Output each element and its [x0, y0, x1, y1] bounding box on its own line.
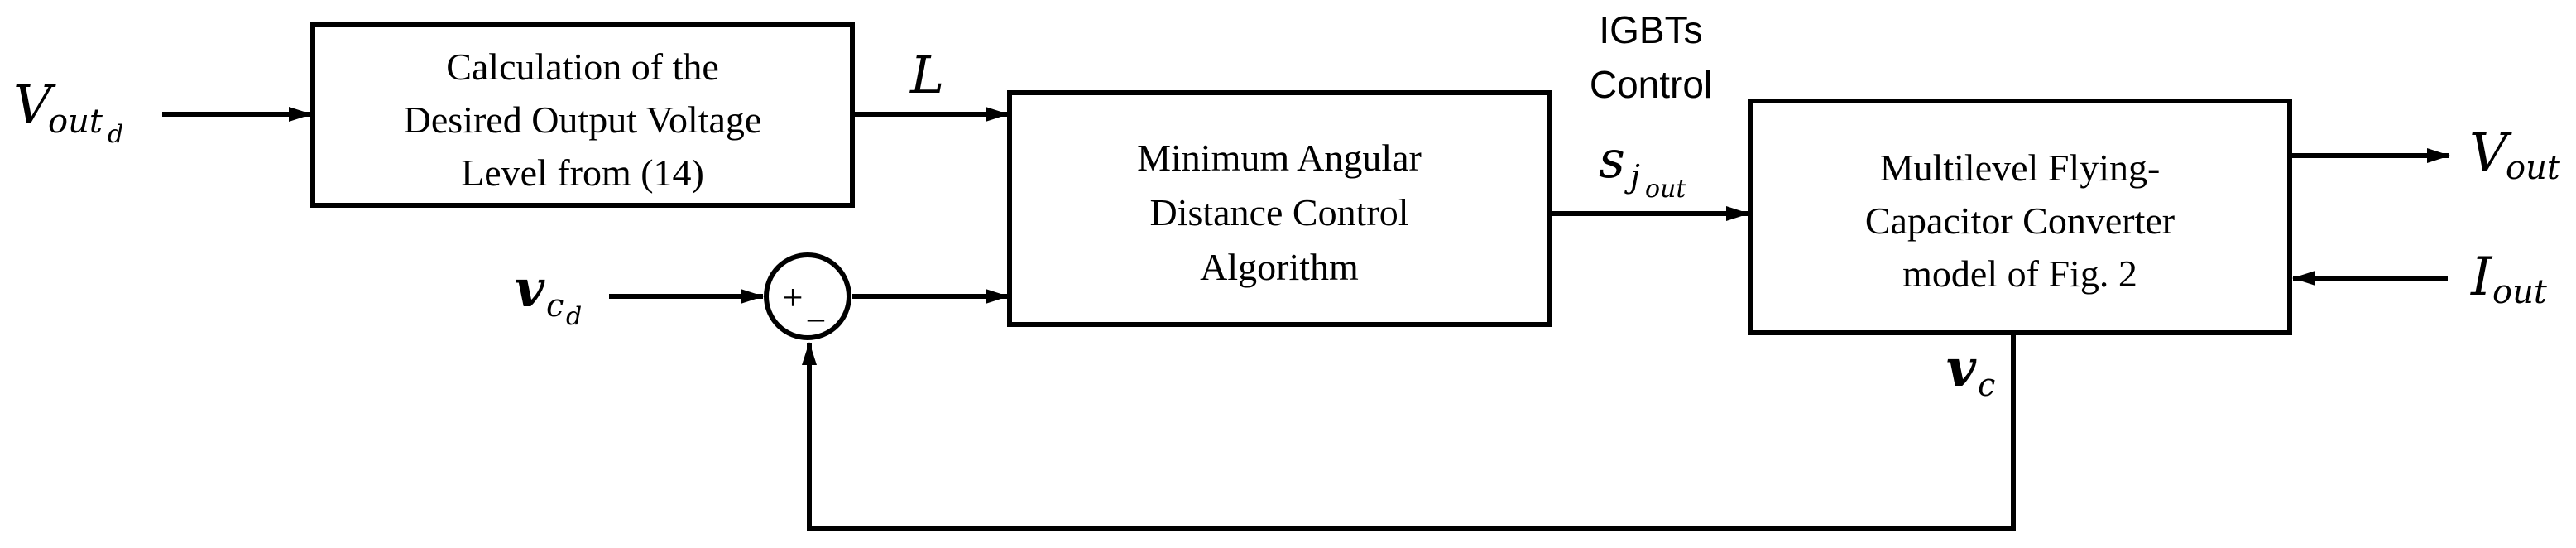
vout-label: V out: [2469, 123, 2561, 187]
switching-signal-subsubscript: out: [1645, 175, 1686, 204]
madc-block-text-line3: Algorithm: [1200, 246, 1359, 288]
summing-junction: [764, 252, 851, 340]
summing-junction-minus-sign: −: [806, 300, 827, 341]
calculation-block-text-line3: Level from (14): [461, 151, 704, 194]
vc-label: v c: [1946, 338, 1995, 403]
l-label: L: [909, 45, 944, 105]
switching-signal-label: s j out: [1599, 129, 1686, 204]
switching-signal-main: s: [1599, 129, 1625, 190]
feedback-path: [802, 334, 2016, 531]
converter-block: [1748, 99, 2292, 335]
igbts-control-label-line2: Control: [1590, 63, 1712, 106]
vout-subscript: out: [2506, 149, 2561, 187]
vout-d-main: V: [13, 75, 56, 136]
vcd-main: v: [515, 258, 545, 319]
converter-block-text-line3: model of Fig. 2: [1902, 252, 2137, 295]
vc-subscript: c: [1978, 367, 1995, 403]
calculation-block-text-line2: Desired Output Voltage: [404, 99, 762, 141]
vout-d-label: V out d: [13, 75, 123, 149]
vout-main: V: [2469, 123, 2512, 184]
iout-main: I: [2470, 247, 2493, 308]
switching-signal-subscript: j: [1624, 158, 1640, 195]
madc-block-text-line1: Minimum Angular: [1137, 137, 1422, 179]
madc-block: [1007, 90, 1552, 327]
vcd-subsubscript: d: [566, 302, 582, 331]
calculation-block: [310, 22, 855, 208]
converter-block-text-line2: Capacitor Converter: [1865, 199, 2175, 242]
madc-block-text-line2: Distance Control: [1150, 191, 1409, 233]
vout-d-subscript: out: [48, 103, 103, 141]
vc-main: v: [1946, 338, 1977, 398]
calculation-block-text-line1: Calculation of the: [446, 46, 719, 88]
iout-subscript: out: [2492, 273, 2548, 311]
summing-junction-plus-sign: +: [783, 277, 804, 318]
vcd-label: v c d: [515, 258, 582, 331]
converter-block-text-line1: Multilevel Flying-: [1880, 147, 2161, 189]
vcd-subscript: c: [546, 287, 564, 324]
vout-d-subsubscript: d: [108, 120, 123, 149]
igbts-control-label-line1: IGBTs: [1599, 8, 1702, 51]
iout-label: I out: [2470, 247, 2548, 311]
